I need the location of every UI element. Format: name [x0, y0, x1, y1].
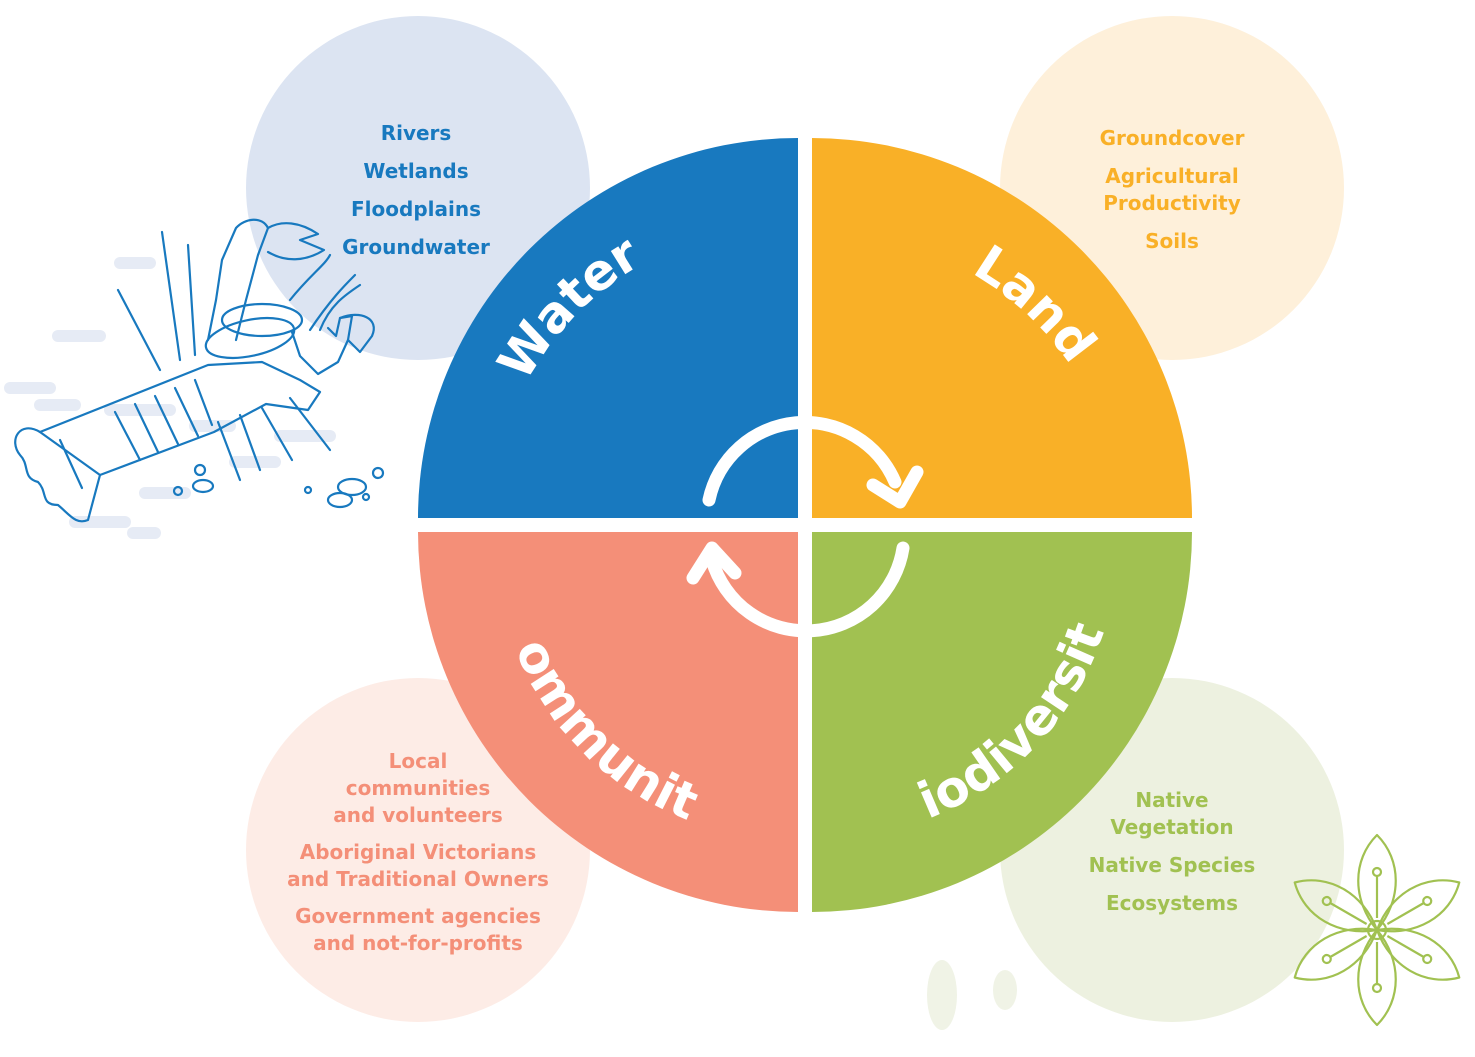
water-bubble	[246, 16, 590, 360]
land-item: Groundcover	[1100, 126, 1245, 150]
community-item: and volunteers	[333, 803, 503, 827]
biodiversity-item: Native	[1135, 788, 1208, 812]
water-item: Floodplains	[351, 197, 481, 221]
water-quadrant[interactable]	[418, 138, 798, 518]
community-item: and Traditional Owners	[287, 867, 549, 891]
water-dashes-decoration	[4, 257, 336, 539]
land-item: Productivity	[1103, 191, 1241, 215]
community-item: and not-for-profits	[313, 931, 523, 955]
land-item: Soils	[1145, 229, 1199, 253]
water-bubble-items: Rivers Wetlands Floodplains Groundwater	[342, 121, 490, 259]
biodiversity-item: Native Species	[1089, 853, 1256, 877]
community-quadrant[interactable]	[418, 532, 798, 912]
crayfish-icon	[14, 218, 385, 523]
biodiversity-item: Vegetation	[1110, 815, 1233, 839]
biodiversity-quadrant[interactable]	[812, 532, 1192, 912]
land-bubble-items: Groundcover Agricultural Productivity So…	[1100, 126, 1245, 253]
community-item: Government agencies	[295, 904, 541, 928]
community-bubble-items: Local communities and volunteers Aborigi…	[287, 749, 549, 955]
community-item: Local	[389, 749, 448, 773]
community-item: communities	[346, 776, 491, 800]
biodiversity-bubble-items: Native Vegetation Native Species Ecosyst…	[1089, 788, 1256, 915]
land-item: Agricultural	[1105, 164, 1238, 188]
water-item: Rivers	[381, 121, 452, 145]
community-item: Aboriginal Victorians	[300, 840, 536, 864]
cycle-arrows-icon	[686, 415, 924, 638]
biodiversity-item: Ecosystems	[1106, 891, 1238, 915]
water-item: Wetlands	[363, 159, 468, 183]
seed-decoration	[927, 960, 1017, 1030]
land-quadrant[interactable]	[812, 138, 1192, 518]
flower-icon	[1284, 833, 1470, 1027]
water-item: Groundwater	[342, 235, 490, 259]
